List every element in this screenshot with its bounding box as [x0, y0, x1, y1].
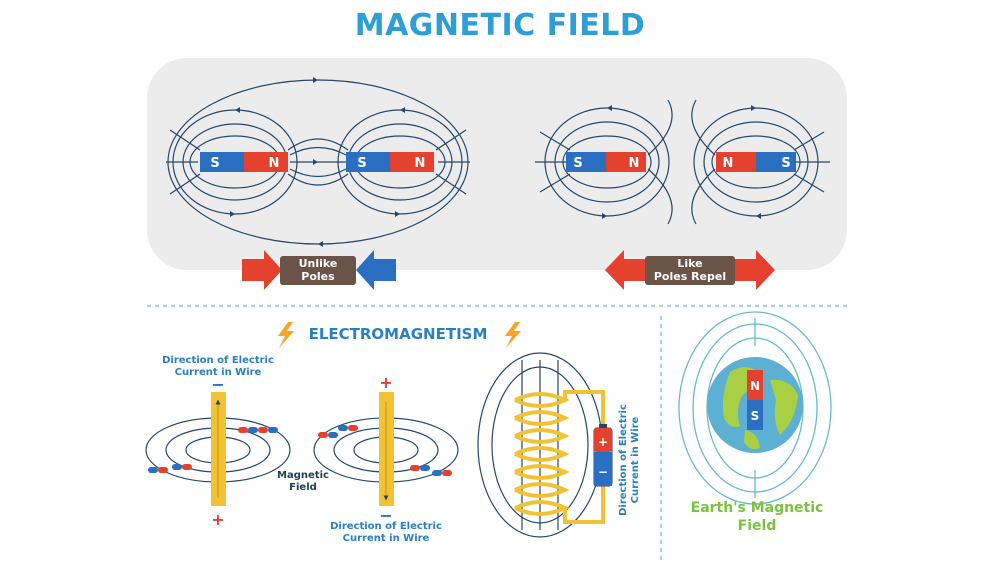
- earth-globe: N S: [707, 357, 803, 453]
- repel-field-lines: [535, 99, 830, 225]
- battery-plus: +: [598, 435, 608, 449]
- plus-sign: +: [211, 510, 224, 529]
- wire-label-top: Direction of Electric Current in Wire: [148, 355, 288, 379]
- page-title: MAGNETIC FIELD: [354, 8, 646, 43]
- repel-label-line-1: Like: [677, 257, 703, 270]
- magnet-right-2: [716, 152, 796, 172]
- battery-icon: + −: [593, 424, 613, 487]
- attract-label-line-1: Unlike: [298, 257, 338, 270]
- wire-label-top-line-1: Direction of Electric: [162, 355, 274, 366]
- earth-label-line-2: Field: [737, 518, 777, 534]
- magnetic-field-label-line-1: Magnetic: [277, 470, 329, 481]
- coil-label-line-1: Direction of Electric: [618, 404, 629, 516]
- repel-arrows: [605, 250, 775, 290]
- magnet-left-1: [200, 152, 288, 172]
- magnetic-field-label: Magnetic Field: [268, 470, 338, 494]
- wire-label-top-line-2: Current in Wire: [174, 367, 262, 378]
- wire-label-bottom-line-2: Current in Wire: [342, 533, 430, 544]
- attract-label-line-2: Poles Attract: [296, 270, 340, 296]
- magnetic-field-label-line-2: Field: [289, 482, 317, 493]
- minus-sign: −: [379, 506, 392, 525]
- magnet-left-2: [346, 152, 434, 172]
- earth-label: Earth's Magnetic Field: [672, 499, 842, 535]
- pole-label-n: N: [415, 156, 426, 171]
- repel-arrowheads: [602, 105, 761, 219]
- magnet-right-1: [566, 152, 646, 172]
- battery-minus: −: [598, 465, 608, 479]
- attract-arrows: [242, 250, 396, 290]
- minus-sign: −: [211, 375, 224, 394]
- coil-label: Direction of Electric Current in Wire: [618, 400, 642, 520]
- pole-label-s: S: [357, 156, 366, 171]
- earth-pole-n: N: [750, 379, 760, 393]
- earth-pole-s: S: [751, 409, 760, 423]
- pole-label-n: N: [723, 156, 734, 171]
- electromagnetism-heading: ELECTROMAGNETISM: [308, 325, 488, 343]
- repel-label: Like Poles Repel: [645, 256, 735, 285]
- attract-label: Unlike Poles Attract: [280, 256, 356, 296]
- pole-label-s: S: [210, 156, 219, 171]
- pole-label-n: N: [269, 156, 280, 171]
- compass-needles-1: [148, 427, 278, 473]
- coil-label-line-2: Current in Wire: [630, 416, 641, 504]
- wire-label-bottom-line-1: Direction of Electric: [330, 521, 442, 532]
- earth-label-line-1: Earth's Magnetic: [690, 500, 824, 516]
- attract-arrowheads: [230, 77, 405, 247]
- earth-field-lines: [678, 311, 832, 505]
- pole-label-s: S: [573, 156, 582, 171]
- pole-label-n: N: [629, 156, 640, 171]
- pole-label-s: S: [781, 156, 790, 171]
- wire-label-bottom: Direction of Electric Current in Wire: [316, 521, 456, 545]
- repel-label-line-2: Poles Repel: [653, 270, 727, 283]
- lightning-icon: [505, 322, 521, 348]
- plus-sign: +: [379, 373, 392, 392]
- compass-needles-2: [318, 425, 452, 476]
- solenoid-coil: [514, 390, 605, 524]
- solenoid-field-lines: [477, 352, 603, 538]
- lightning-icon: [278, 322, 294, 348]
